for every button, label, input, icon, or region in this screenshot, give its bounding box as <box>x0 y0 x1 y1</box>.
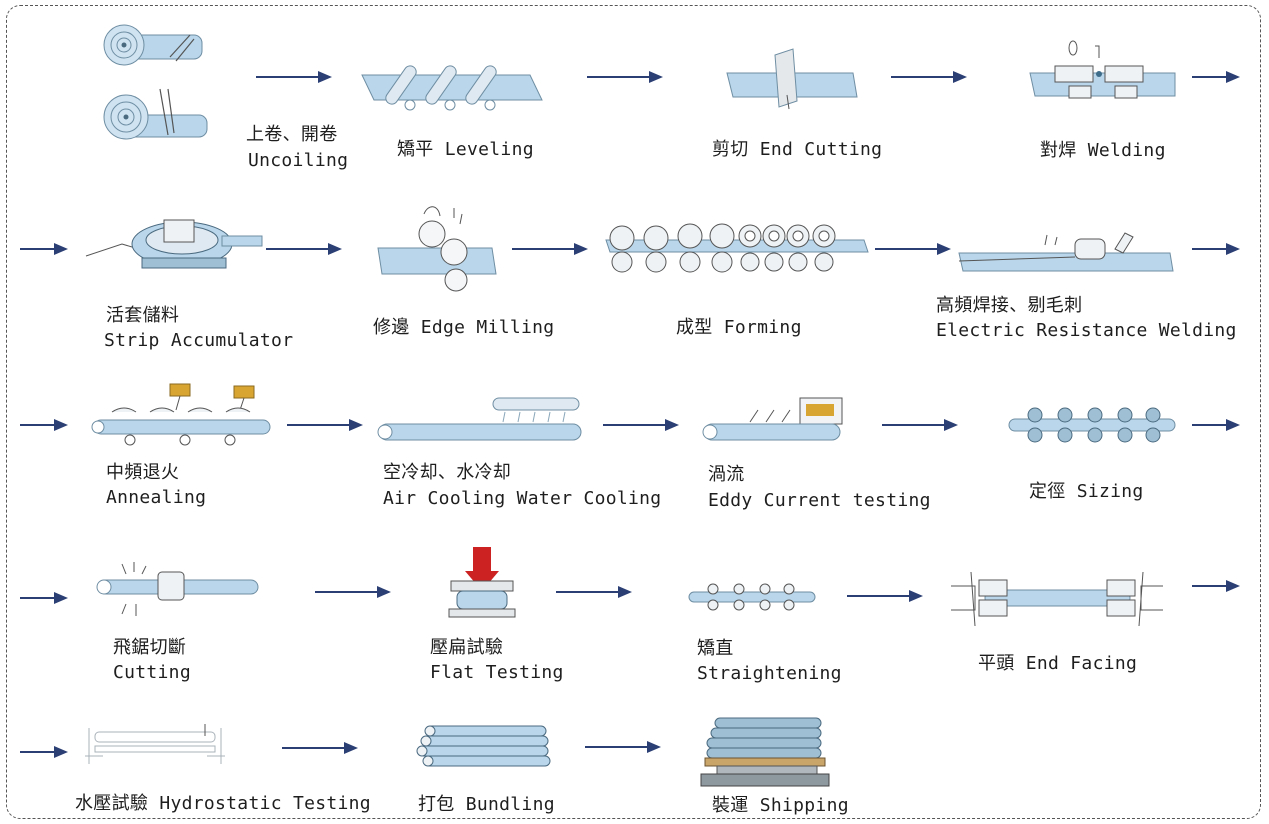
leveler-icon <box>360 55 545 115</box>
sizing-icon <box>1005 405 1180 445</box>
hydro-test-icon <box>75 720 235 770</box>
end-facing-icon <box>945 568 1170 628</box>
step-label-en: Annealing <box>106 487 207 508</box>
step-label: 定徑 Sizing <box>1029 481 1144 502</box>
flow-arrow <box>20 419 68 431</box>
step-label-en: Cutting <box>113 662 191 683</box>
forming-rolls-icon <box>602 222 872 277</box>
flow-arrow <box>20 243 68 255</box>
flow-arrow <box>287 419 363 431</box>
step-label-zh: 壓扁試驗 <box>430 637 504 658</box>
step-label: 水壓試驗 Hydrostatic Testing <box>75 793 371 814</box>
cooling-icon <box>375 394 590 449</box>
step-label-en: Eddy Current testing <box>708 490 931 511</box>
step-label-en: Electric Resistance Welding <box>936 320 1237 341</box>
step-label-en: Uncoiling <box>248 150 349 171</box>
flow-arrow <box>256 71 332 83</box>
straightener-icon <box>685 580 820 615</box>
step-label: 矯平 Leveling <box>397 139 534 160</box>
accumulator-icon <box>82 208 267 278</box>
diagram-frame <box>6 5 1261 819</box>
step-label-zh: 飛鋸切斷 <box>113 637 187 658</box>
flow-arrow <box>891 71 967 83</box>
flying-saw-icon <box>92 558 262 623</box>
step-label: 裝運 Shipping <box>712 795 849 816</box>
edge-mill-icon <box>372 200 502 300</box>
flow-arrow <box>20 592 68 604</box>
flow-arrow <box>603 419 679 431</box>
flow-arrow <box>585 741 661 753</box>
flow-arrow <box>512 243 588 255</box>
step-label: 平頭 End Facing <box>978 653 1138 674</box>
eddy-current-icon <box>700 396 850 451</box>
step-label-zh: 矯直 <box>697 638 734 659</box>
shipping-icon <box>697 712 832 790</box>
flow-arrow <box>315 586 391 598</box>
flow-arrow <box>1192 243 1240 255</box>
step-label: 剪切 End Cutting <box>712 139 883 160</box>
flow-arrow <box>847 590 923 602</box>
step-label-en: Straightening <box>697 663 842 684</box>
flow-arrow <box>1192 580 1240 592</box>
step-label-zh: 空冷却、水冷却 <box>383 462 512 483</box>
flow-arrow <box>20 746 68 758</box>
step-label-en: Strip Accumulator <box>104 330 294 351</box>
flow-arrow <box>266 243 342 255</box>
flow-arrow <box>1192 71 1240 83</box>
step-label-en: Flat Testing <box>430 662 564 683</box>
coil-icon <box>100 15 210 145</box>
erw-icon <box>955 225 1180 280</box>
flow-arrow <box>282 742 358 754</box>
step-label-zh: 活套儲料 <box>106 305 180 326</box>
shear-icon <box>725 45 860 115</box>
annealing-icon <box>90 380 275 450</box>
step-label: 打包 Bundling <box>418 794 555 815</box>
step-label-zh: 中頻退火 <box>106 462 180 483</box>
flow-arrow <box>1192 419 1240 431</box>
step-label-en: Air Cooling Water Cooling <box>383 488 662 509</box>
bundle-icon <box>416 724 556 769</box>
welder-icon <box>1025 38 1180 108</box>
step-label: 對焊 Welding <box>1040 140 1166 161</box>
step-label: 成型 Forming <box>676 317 802 338</box>
step-label-zh: 渦流 <box>708 464 745 485</box>
flow-arrow <box>875 243 951 255</box>
step-label: 修邊 Edge Milling <box>373 317 555 338</box>
flow-arrow <box>882 419 958 431</box>
step-label-zh: 高頻焊接、剔毛刺 <box>936 295 1083 316</box>
flat-press-icon <box>443 545 528 620</box>
flow-arrow <box>556 586 632 598</box>
flow-arrow <box>587 71 663 83</box>
step-label-zh: 上卷、開卷 <box>246 124 338 145</box>
